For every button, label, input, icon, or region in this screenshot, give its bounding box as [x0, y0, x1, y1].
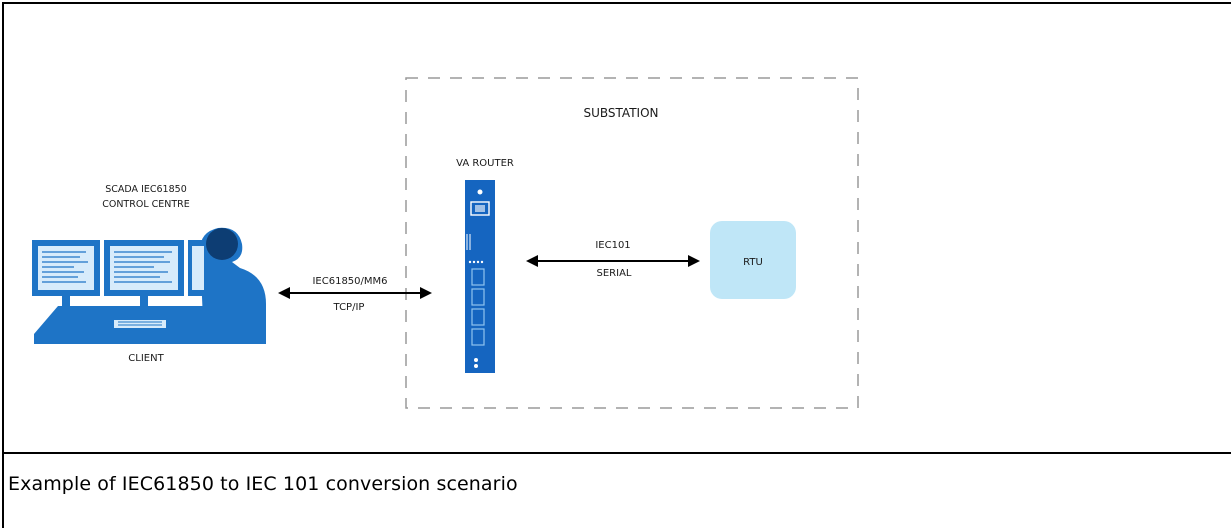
router-icon	[465, 180, 495, 373]
serial-link-arrow	[526, 255, 700, 267]
link-left-transport-label: TCP/IP	[333, 302, 365, 313]
link-right-protocol-label: IEC101	[595, 240, 630, 251]
control-centre-title-line1: SCADA IEC61850	[105, 184, 187, 195]
link-right-transport-label: SERIAL	[597, 268, 632, 279]
tcpip-link-arrow	[278, 287, 432, 299]
workstation-icon	[32, 227, 266, 344]
control-centre-title-line2: CONTROL CENTRE	[102, 199, 190, 210]
rtu-label: RTU	[743, 257, 763, 268]
rtu-box	[710, 221, 796, 299]
client-label: CLIENT	[128, 353, 164, 364]
caption-cell: Example of IEC61850 to IEC 101 conversio…	[2, 454, 1231, 528]
network-diagram: SUBSTATION VA ROUTER	[32, 77, 859, 409]
link-left-protocol-label: IEC61850/MM6	[312, 276, 387, 287]
router-label: VA ROUTER	[456, 158, 514, 169]
figure-caption: Example of IEC61850 to IEC 101 conversio…	[8, 473, 518, 495]
substation-boundary	[405, 77, 859, 409]
substation-label: SUBSTATION	[583, 106, 658, 120]
diagram-cell: SUBSTATION VA ROUTER	[2, 2, 1231, 454]
